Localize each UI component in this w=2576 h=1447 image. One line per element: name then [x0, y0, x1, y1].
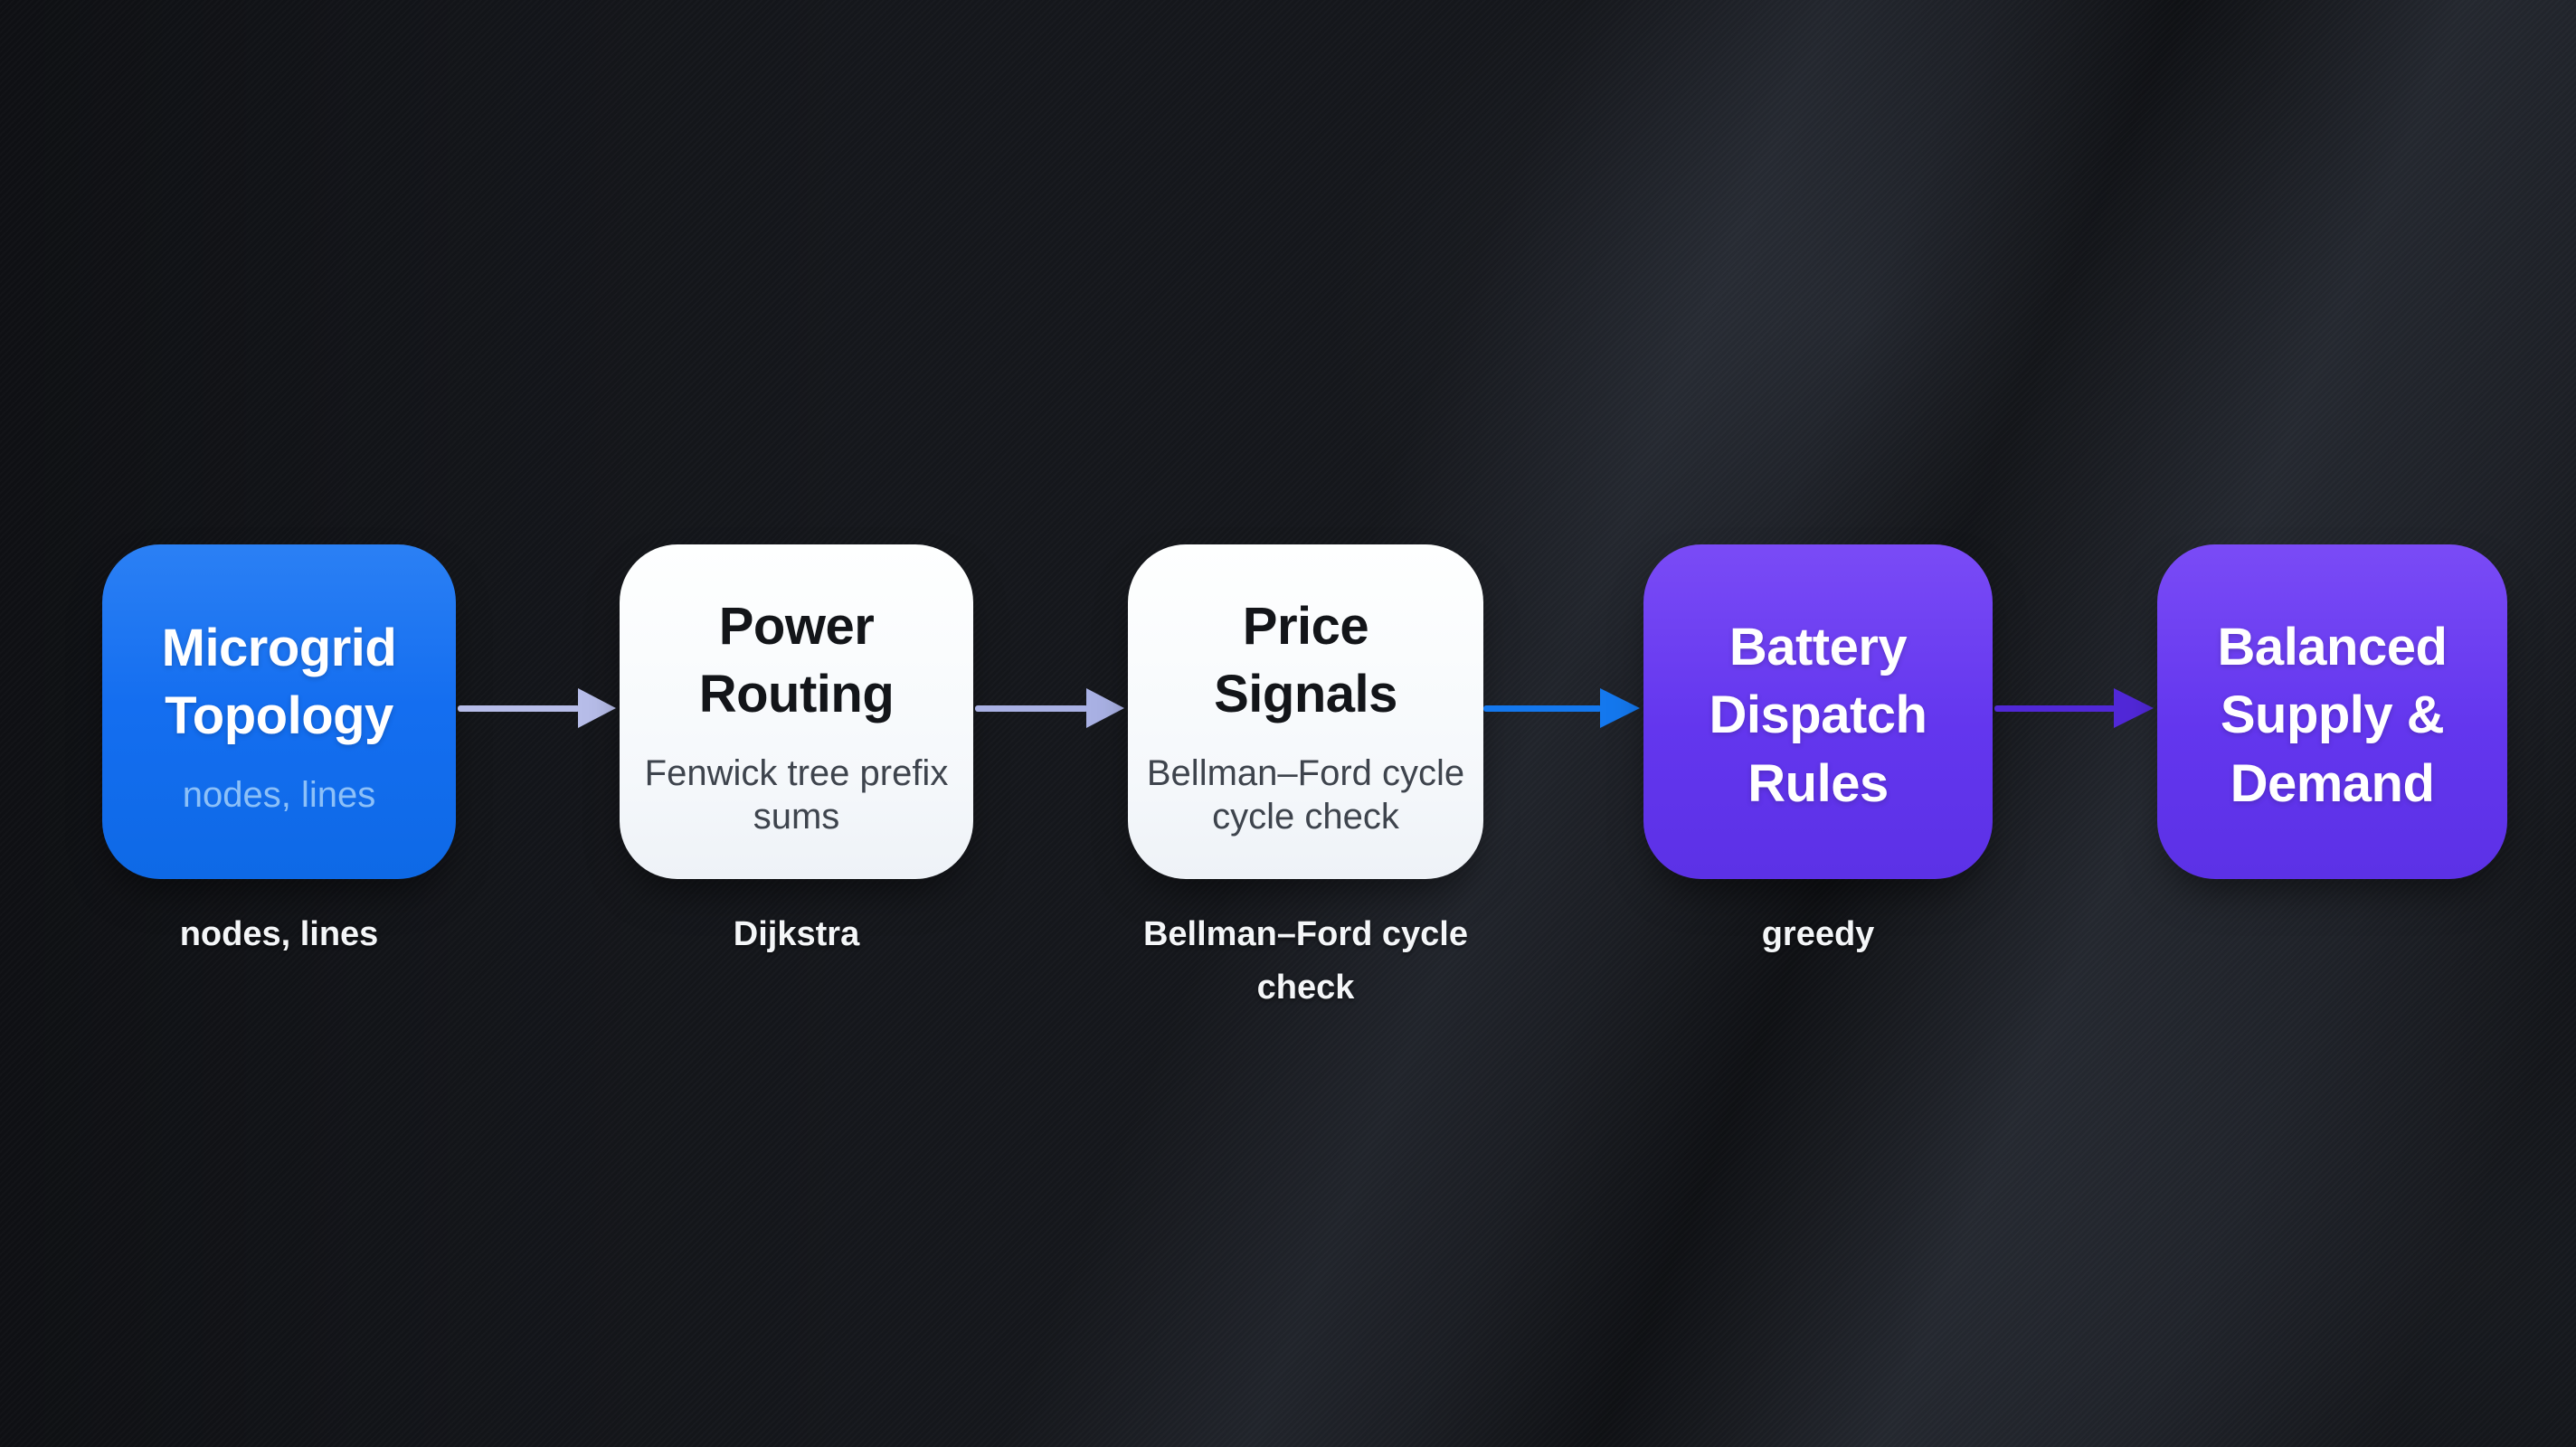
node-subtitle: Bellman–Ford cycle cycle check [1146, 753, 1465, 837]
arrow-shaft [1994, 705, 2116, 712]
arrow-right-icon-1 [458, 686, 616, 731]
arrow-head-icon [578, 688, 616, 728]
node-subtitle: nodes, lines [182, 775, 376, 816]
arrow-right-icon-2 [975, 686, 1124, 731]
arrow-head-icon [1600, 688, 1640, 728]
node-title: Power Routing [698, 596, 895, 724]
node-battery-dispatch-rules: Battery Dispatch Rules greedy [1643, 544, 1993, 953]
node-title: Battery Dispatch Rules [1709, 617, 1927, 813]
node-box-price-signals: Price Signals Bellman–Ford cycle cycle c… [1128, 544, 1483, 879]
arrow-head-icon [1086, 688, 1124, 728]
node-caption: Dijkstra [733, 915, 860, 953]
arrow-head-icon [2114, 688, 2154, 728]
node-box-power-routing: Power Routing Fenwick tree prefix sums [620, 544, 973, 879]
arrow-right-icon-3 [1483, 686, 1640, 731]
arrow-shaft [1483, 705, 1602, 712]
node-box-microgrid-topology: Microgrid Topology nodes, lines [102, 544, 456, 879]
node-title: Price Signals [1214, 596, 1397, 724]
arrow-shaft [975, 705, 1088, 712]
node-title: Balanced Supply & Demand [2217, 617, 2448, 813]
node-box-balanced-supply-demand: Balanced Supply & Demand [2157, 544, 2507, 879]
node-caption: nodes, lines [179, 915, 379, 953]
node-title: Microgrid Topology [161, 618, 397, 745]
arrow-right-icon-4 [1994, 686, 2154, 731]
node-box-battery-dispatch-rules: Battery Dispatch Rules [1643, 544, 1993, 879]
node-microgrid-topology: Microgrid Topology nodes, lines nodes, l… [102, 544, 456, 953]
node-caption: greedy [1761, 915, 1875, 953]
node-power-routing: Power Routing Fenwick tree prefix sums D… [620, 544, 973, 953]
node-price-signals: Price Signals Bellman–Ford cycle cycle c… [1128, 544, 1483, 1007]
node-subtitle: Fenwick tree prefix sums [644, 753, 949, 837]
arrow-shaft [458, 705, 580, 712]
node-caption: Bellman–Ford cycle check [1142, 915, 1469, 1007]
node-balanced-supply-demand: Balanced Supply & Demand [2157, 544, 2507, 879]
